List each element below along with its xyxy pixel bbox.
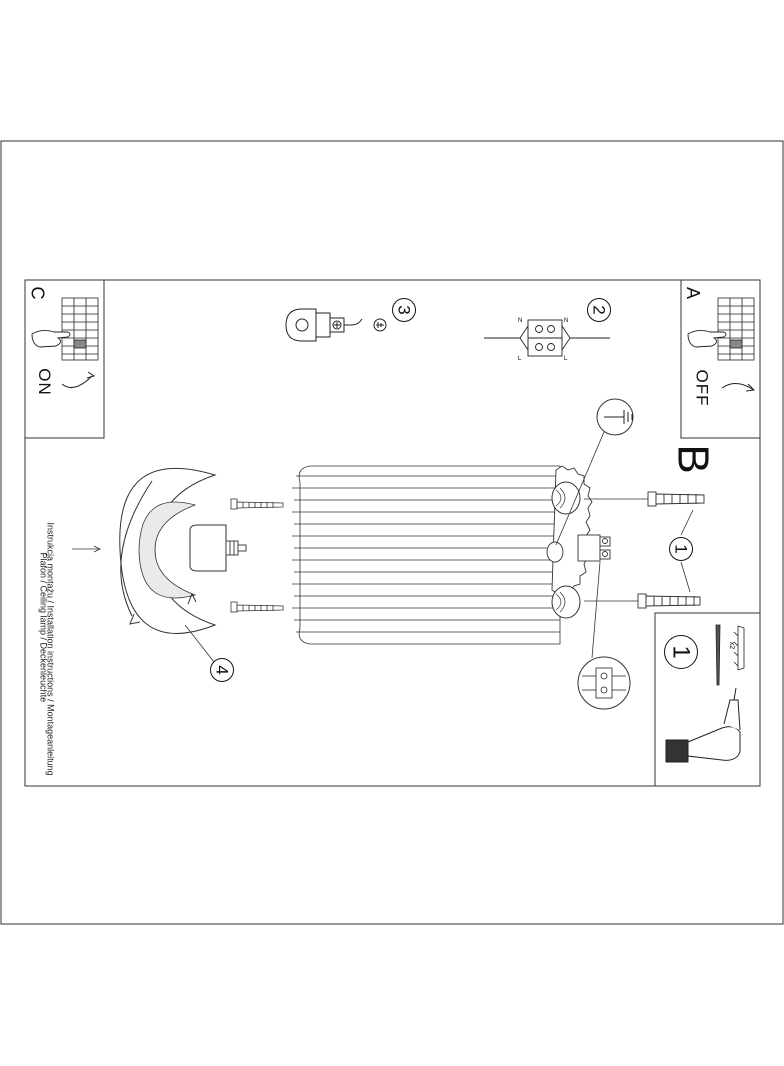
panel-a-state: OFF [692, 369, 712, 407]
hand-icon-c [31, 329, 71, 348]
wall-plug-upper [647, 491, 705, 507]
step-2-badge: 2 [587, 298, 611, 322]
step1-leader-upper [680, 509, 694, 536]
drill-icon [665, 687, 741, 763]
wire-label-l: L [518, 356, 522, 362]
instruction-caption-line2: Plafon / Ceiling lamp / Deckenleuchte [38, 552, 49, 703]
shade-screw-lower [230, 601, 284, 613]
lamp-cylinder [292, 465, 561, 645]
outer-frame [0, 140, 784, 925]
terminal-block [577, 534, 601, 562]
panel-c-box [24, 279, 105, 439]
shade-screw-upper [230, 498, 284, 510]
panel-a-box [680, 279, 761, 439]
step-3-badge: 3 [392, 298, 416, 322]
turn-off-arrow-icon [721, 383, 755, 391]
terminal-screws [599, 536, 611, 560]
hand-icon-a [687, 329, 727, 348]
fuse-box-a [717, 297, 755, 361]
panel-c-state: ON [34, 368, 54, 396]
step-1-box-badge: 1 [664, 635, 698, 669]
bulb-socket [189, 524, 227, 572]
wire-label-n: N [518, 318, 522, 324]
turn-on-arrow-icon [61, 375, 93, 389]
step4-leader [184, 624, 215, 663]
wire-label-n-right: N [564, 318, 568, 324]
step1-box [654, 612, 761, 787]
wiring-detail-icon [582, 667, 626, 699]
panel-b-letter: B [668, 444, 718, 474]
wall-plug-lower [637, 593, 701, 609]
ground-symbol-icon [604, 410, 633, 424]
lower-screw-socket [551, 585, 581, 619]
fuse-box-c [61, 297, 99, 361]
step1-leader-lower [680, 561, 691, 593]
inner-frame [24, 279, 761, 787]
ground-callout-leader [555, 431, 605, 546]
wiring-callout-leader [591, 561, 601, 659]
twist-arrow-inner-icon [187, 592, 197, 605]
shade-inner [138, 501, 197, 599]
screw-and-plug-icon [715, 624, 745, 686]
bulb-base-icon [225, 540, 247, 556]
center-mount [546, 541, 564, 563]
panel-a-letter: A [683, 286, 704, 300]
twist-arrow-icon [120, 480, 153, 617]
connector-block-icon [484, 319, 610, 357]
ground-terminal-icon [285, 308, 387, 342]
panel-c-letter: C [27, 286, 48, 300]
anchor-quantity: x2 [728, 641, 736, 650]
wire-label-l-right: L [564, 356, 568, 362]
step-4-badge: 4 [210, 658, 234, 682]
step-1-badge: 1 [669, 537, 693, 561]
